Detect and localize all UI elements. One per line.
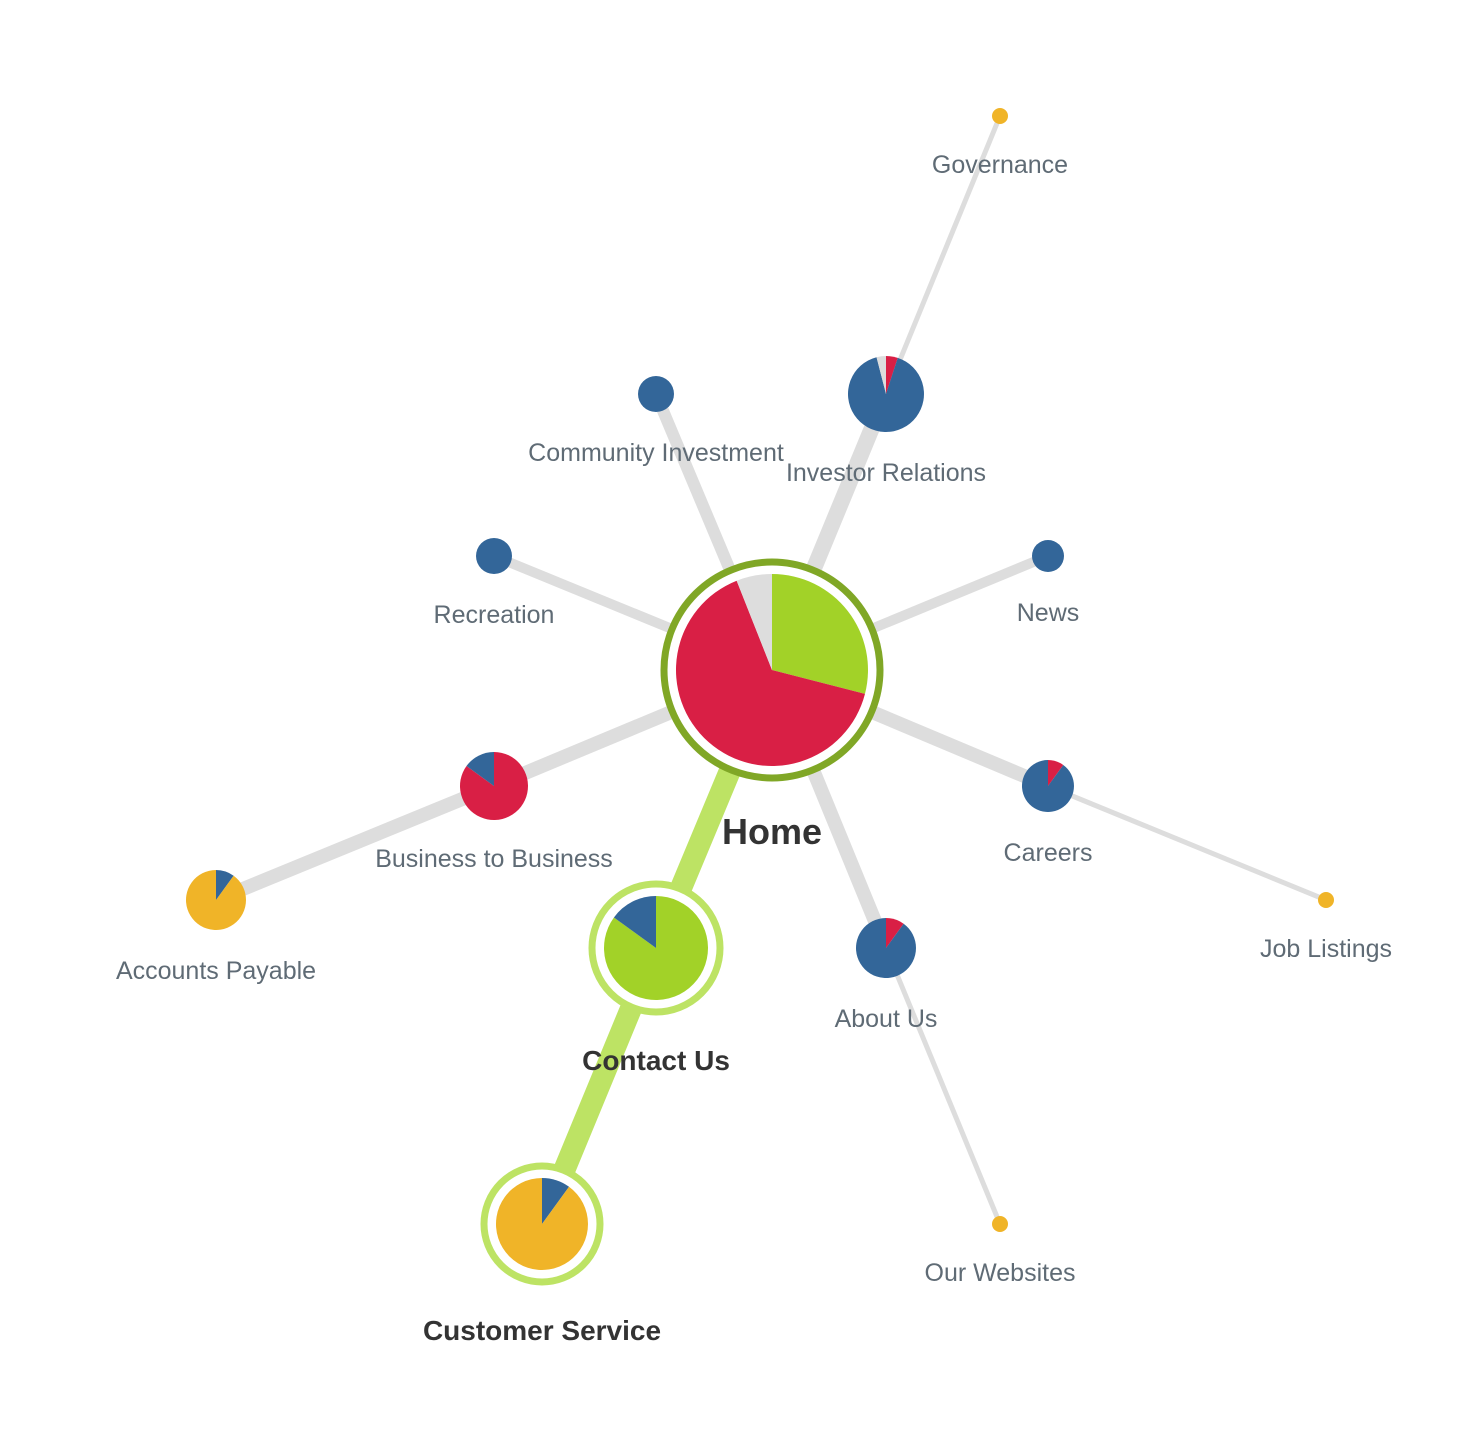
node-accounts-payable[interactable]: Accounts Payable xyxy=(116,870,316,985)
investor-relations-label: Investor Relations xyxy=(786,459,986,487)
governance-slice-yellow xyxy=(992,108,1008,124)
ap-slice-yellow xyxy=(185,870,246,931)
ap-slice-blue xyxy=(216,870,234,900)
node-community-investment[interactable]: Community Investment xyxy=(528,376,784,467)
contact-us-label: Contact Us xyxy=(582,1045,730,1076)
jobs-slice-yellow xyxy=(1318,892,1334,908)
node-customer-service[interactable]: Customer Service xyxy=(423,1162,661,1346)
about-us-pie xyxy=(855,918,916,979)
node-recreation[interactable]: Recreation xyxy=(434,538,555,629)
node-home[interactable]: Home xyxy=(660,558,884,852)
recreation-pie xyxy=(476,538,512,574)
investor-relations-pie xyxy=(847,356,924,432)
customer-slice-yellow xyxy=(495,1178,588,1271)
contact-us-pie xyxy=(604,896,709,1001)
accounts-payable-pie xyxy=(185,870,246,931)
home-label: Home xyxy=(722,811,822,852)
business-to-business-pie xyxy=(460,752,528,821)
node-investor-relations[interactable]: Investor Relations xyxy=(786,356,986,487)
contact-slice-blue xyxy=(613,896,656,948)
customer-service-label: Customer Service xyxy=(423,1315,661,1346)
contact-slice-green xyxy=(604,896,709,1001)
accounts-payable-label: Accounts Payable xyxy=(116,957,316,985)
careers-slice-red xyxy=(1048,760,1064,786)
news-label: News xyxy=(1017,599,1080,627)
home-pie xyxy=(675,573,868,767)
home-slice-green xyxy=(772,574,868,694)
node-our-websites[interactable]: Our Websites xyxy=(925,1216,1076,1287)
home-slice-gray xyxy=(736,573,772,670)
governance-label: Governance xyxy=(932,151,1068,179)
governance-pie xyxy=(992,108,1008,124)
investor-slice-red xyxy=(886,356,898,394)
link-b2b-ap xyxy=(209,779,501,907)
about-us-label: About Us xyxy=(835,1005,938,1033)
node-business-to-business[interactable]: Business to Business xyxy=(375,752,613,873)
investor-slice-blue xyxy=(847,357,924,432)
link-about-websites xyxy=(883,945,1003,1227)
about-slice-blue xyxy=(855,918,916,979)
careers-slice-blue xyxy=(1021,760,1074,813)
careers-label: Careers xyxy=(1004,839,1093,867)
node-careers[interactable]: Careers xyxy=(1004,760,1093,867)
news-pie xyxy=(1032,540,1064,572)
business-to-business-label: Business to Business xyxy=(375,845,613,873)
node-governance[interactable]: Governance xyxy=(932,108,1068,179)
link-careers-jobs xyxy=(1045,783,1329,903)
b2b-slice-red xyxy=(460,752,528,821)
investor-slice-gray xyxy=(876,356,886,394)
link-investor-governance xyxy=(883,113,1003,397)
community-investment-label: Community Investment xyxy=(528,439,784,467)
node-about-us[interactable]: About Us xyxy=(835,918,938,1033)
customer-slice-blue xyxy=(542,1178,570,1224)
node-contact-us[interactable]: Contact Us xyxy=(582,880,730,1076)
recreation-label: Recreation xyxy=(434,601,555,629)
our-websites-label: Our Websites xyxy=(925,1259,1076,1287)
b2b-slice-blue xyxy=(466,752,494,786)
node-job-listings[interactable]: Job Listings xyxy=(1260,892,1392,963)
news-slice-blue xyxy=(1032,540,1064,572)
customer-service-pie xyxy=(495,1178,588,1271)
community-slice-blue xyxy=(638,376,674,412)
home-slice-red xyxy=(675,580,865,767)
about-slice-red xyxy=(886,918,904,948)
our-websites-pie xyxy=(992,1216,1008,1232)
job-listings-label: Job Listings xyxy=(1260,935,1392,963)
careers-pie xyxy=(1021,760,1074,813)
node-news[interactable]: News xyxy=(1017,540,1080,627)
community-investment-pie xyxy=(638,376,674,412)
job-listings-pie xyxy=(1318,892,1334,908)
recreation-slice-blue xyxy=(476,538,512,574)
websites-slice-yellow xyxy=(992,1216,1008,1232)
